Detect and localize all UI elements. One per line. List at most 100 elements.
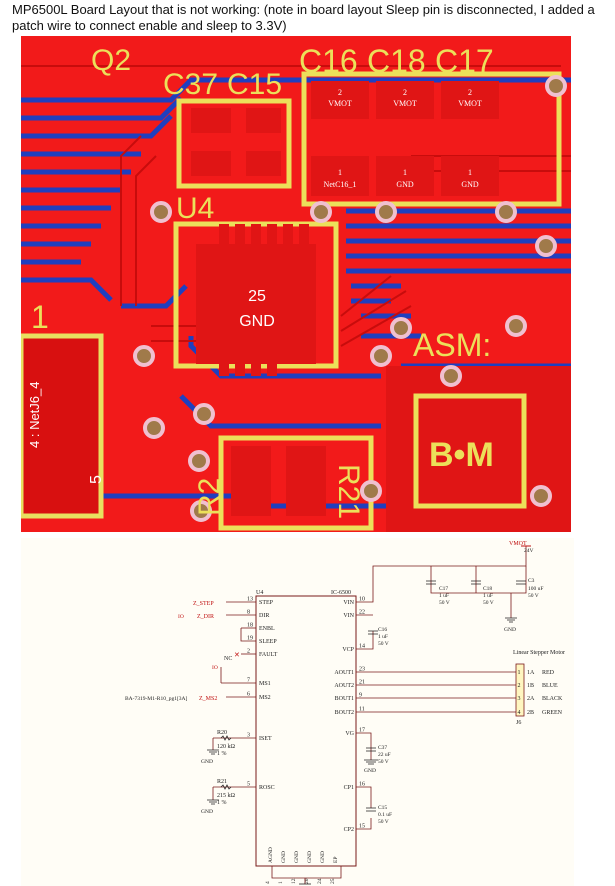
pad-c18-num: 2 (403, 88, 407, 97)
net-io-left: IO (178, 614, 184, 620)
pcb-label-r21: R21 (332, 464, 365, 519)
motor-pin-number: 1 (518, 670, 521, 676)
motor-pin-number: 2 (518, 683, 521, 689)
c15-ref: C15 (378, 805, 387, 811)
ic-pin-name: BOUT1 (335, 696, 354, 702)
ic-pin-name: GND (294, 851, 300, 863)
pcb-label-q2: Q2 (91, 44, 131, 77)
caption: MP6500L Board Layout that is not working… (12, 2, 595, 33)
r21-ref: R21 (217, 779, 227, 785)
pcb-label-pad5: 5 (88, 475, 105, 484)
ic-pin-name: AGND (268, 847, 274, 863)
c3-val: 100 uF (528, 586, 543, 592)
cap-gnd: GND (504, 627, 516, 633)
pad-c16b-net: NetC16_1 (324, 180, 357, 189)
ic-pin-name: GND (320, 851, 326, 863)
net-z-step: Z_STEP (193, 601, 214, 607)
c16-v: 50 V (378, 641, 389, 647)
pcb-label-c17: C17 (435, 43, 494, 79)
net-z-dir: Z_DIR (197, 614, 214, 620)
ic-pin-number: 15 (359, 824, 365, 830)
ic-u4-body (255, 595, 357, 867)
ic-pin-name: VIN (343, 613, 354, 619)
ic-pin-number: 17 (359, 728, 365, 734)
pcb-label-c37: C37 (163, 68, 218, 101)
r20-tol: 1 % (217, 751, 227, 757)
motor-pin-name: 2A (527, 696, 535, 702)
ic-pin-number: 4 (265, 881, 271, 884)
ic-pin-number: 14 (359, 644, 365, 650)
motor-connector (515, 663, 525, 717)
ic-pin-name: ENBL (259, 626, 275, 632)
pcb-label-bm: B•M (429, 436, 494, 474)
svg-text:✕: ✕ (234, 651, 240, 659)
ic-pin-number: 2 (247, 649, 250, 655)
ic-pin-number: 10 (359, 597, 365, 603)
c16-ref: C16 (378, 627, 387, 633)
ic-pin-name: MS2 (259, 695, 271, 701)
ic-pin-name: VIN (343, 600, 354, 606)
r20-gnd: GND (201, 759, 213, 765)
ic-pin-number: 19 (247, 636, 253, 642)
ic-pin-number: 8 (247, 610, 250, 616)
ic-pin-number: 23 (359, 667, 365, 673)
net-io-ms1: IO (212, 665, 218, 671)
ic-pin-number: 25 (330, 878, 336, 884)
ic-pin-name: FAULT (259, 652, 278, 658)
ic-pin-name: SLEEP (259, 639, 277, 645)
pad-center-net: GND (239, 313, 275, 330)
net-z-ms2: Z_MS2 (199, 696, 217, 702)
pad-c18b-num: 1 (403, 168, 407, 177)
pcb-label-u4: U4 (176, 192, 214, 225)
pcb-label-r2: R2 (193, 478, 226, 516)
motor-ref: J6 (516, 720, 521, 726)
pcb-label-frag: 1 (31, 299, 49, 335)
pad-c16-vmot: VMOT (328, 99, 352, 108)
vmot-net: VMOT (509, 541, 527, 547)
r20-val: 120 kΩ (217, 744, 236, 750)
pad-c17-num: 2 (468, 88, 472, 97)
r21-val: 215 kΩ (217, 793, 236, 799)
motor-pin-color: BLUE (542, 683, 558, 689)
schematic: U4 IC-6500 13STEP8DIR18ENBL19SLEEP2FAULT… (21, 538, 574, 886)
c37-gnd: GND (364, 768, 376, 774)
ic-pin-number: 12 (291, 878, 297, 884)
net-ms2-source: BA-7319-M1-R10_pg1[3A] (125, 696, 187, 702)
r20-ref: R20 (217, 730, 227, 736)
c37-val: 22 uF (378, 752, 391, 758)
c18-val: 1 uF (483, 593, 493, 599)
ic-pin-number: 24 (317, 878, 323, 884)
motor-pin-number: 3 (518, 696, 521, 702)
pad-c17b-num: 1 (468, 168, 472, 177)
ic-pin-number: 6 (247, 692, 250, 698)
pad-c16b-num: 1 (338, 168, 342, 177)
motor-pin-number: 4 (518, 710, 521, 716)
pcb-label-c16: C16 (299, 43, 358, 79)
c3-ref: C3 (528, 578, 535, 584)
motor-pin-name: 2B (527, 710, 534, 716)
pcb-layout: Q2 C37 C15 C16 C18 C17 U4 ASM: B•M R2 R2… (21, 36, 571, 532)
ic-pin-number: 22 (359, 610, 365, 616)
ic-pin-name: MS1 (259, 681, 271, 687)
pcb-label-asm: ASM: (413, 327, 491, 363)
pad-c18-vmot: VMOT (393, 99, 417, 108)
ic-u4-ref: U4 (256, 590, 263, 596)
pad-c17-vmot: VMOT (458, 99, 482, 108)
pad-c16-num: 2 (338, 88, 342, 97)
ic-pin-number: 11 (359, 707, 365, 713)
motor-title: Linear Stepper Motor (513, 650, 565, 656)
ic-pin-name: BOUT2 (335, 710, 354, 716)
net-nc: NC (224, 656, 232, 662)
motor-pin-color: GREEN (542, 710, 563, 716)
c37-v: 50 V (378, 759, 389, 765)
ic-u4-part: IC-6500 (331, 590, 351, 596)
ic-pin-name: EP (333, 857, 339, 863)
ic-pin-name: ROSC (259, 785, 275, 791)
ic-pin-number: 21 (359, 680, 365, 686)
ic-pin-number: 20 (304, 878, 310, 884)
pcb-label-c18: C18 (367, 43, 426, 79)
ic-pin-name: ISET (259, 736, 272, 742)
ic-pin-number: 13 (247, 597, 253, 603)
c16-val: 1 uF (378, 634, 388, 640)
c37-ref: C37 (378, 745, 387, 751)
